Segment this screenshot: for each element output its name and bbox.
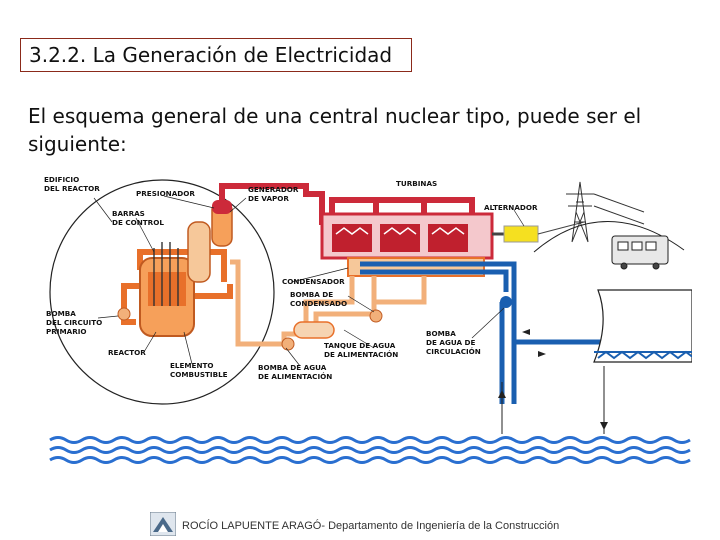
train [611,235,669,270]
label-tanque-1: TANQUE DE AGUA [324,341,396,350]
label-bomba-circuito-1: BOMBA [46,309,76,318]
feedwater-line [230,259,427,347]
cooling-tower [593,289,693,363]
reactor-building [49,179,275,405]
label-condensador: CONDENSADOR [282,277,345,286]
feedwater-pump [281,337,295,351]
label-barras-1: BARRAS [112,209,145,218]
label-bomba-alim-1: BOMBA DE AGUA [258,363,327,372]
slide-title: 3.2.2. La Generación de Electricidad [29,43,393,67]
power-pylon [566,181,645,243]
feedwater-tank [293,321,335,339]
label-elemento-1: ELEMENTO [170,361,214,370]
label-edificio-2: DEL REACTOR [44,184,100,193]
university-logo-icon [150,512,176,536]
label-bomba-circ-2: DE AGUA DE [426,338,475,347]
label-bomba-circ-1: BOMBA [426,329,456,338]
label-generador-2: DE VAPOR [248,194,289,203]
slide-title-box: 3.2.2. La Generación de Electricidad [20,38,412,72]
cooling-line [360,261,604,404]
label-bomba-circ-3: CIRCULACIÓN [426,347,481,356]
label-bomba-cond-1: BOMBA DE [290,290,333,299]
primary-loop [121,249,233,325]
alternator [503,225,539,243]
primary-pump [117,307,131,321]
label-presionador: PRESIONADOR [136,189,195,198]
label-generador-1: GENERADOR [248,185,299,194]
label-elemento-2: COMBUSTIBLE [170,370,228,379]
label-reactor: REACTOR [108,348,146,357]
label-turbinas: TURBINAS [396,179,437,188]
condensate-pump [369,309,383,323]
circulation-pump [500,296,512,308]
footer: ROCÍO LAPUENTE ARAGÓ- Departamento de In… [150,512,610,538]
label-bomba-circuito-3: PRIMARIO [46,327,87,336]
label-barras-2: DE CONTROL [112,218,164,227]
footer-credit: ROCÍO LAPUENTE ARAGÓ- Departamento de In… [182,520,560,532]
label-tanque-2: DE ALIMENTACIÓN [324,350,398,359]
intro-text: El esquema general de una central nuclea… [28,104,642,156]
label-alternador: ALTERNADOR [484,203,538,212]
river-water [49,436,691,464]
label-edificio-1: EDIFICIO [44,175,79,184]
label-bomba-circuito-2: DEL CIRCUITO [46,318,102,327]
label-bomba-alim-2: DE ALIMENTACIÓN [258,372,332,381]
nuclear-plant-diagram: EDIFICIO DEL REACTOR PRESIONADOR GENERAD… [44,172,695,472]
label-bomba-cond-2: CONDENSADO [290,299,347,308]
steam-generator [187,221,211,283]
